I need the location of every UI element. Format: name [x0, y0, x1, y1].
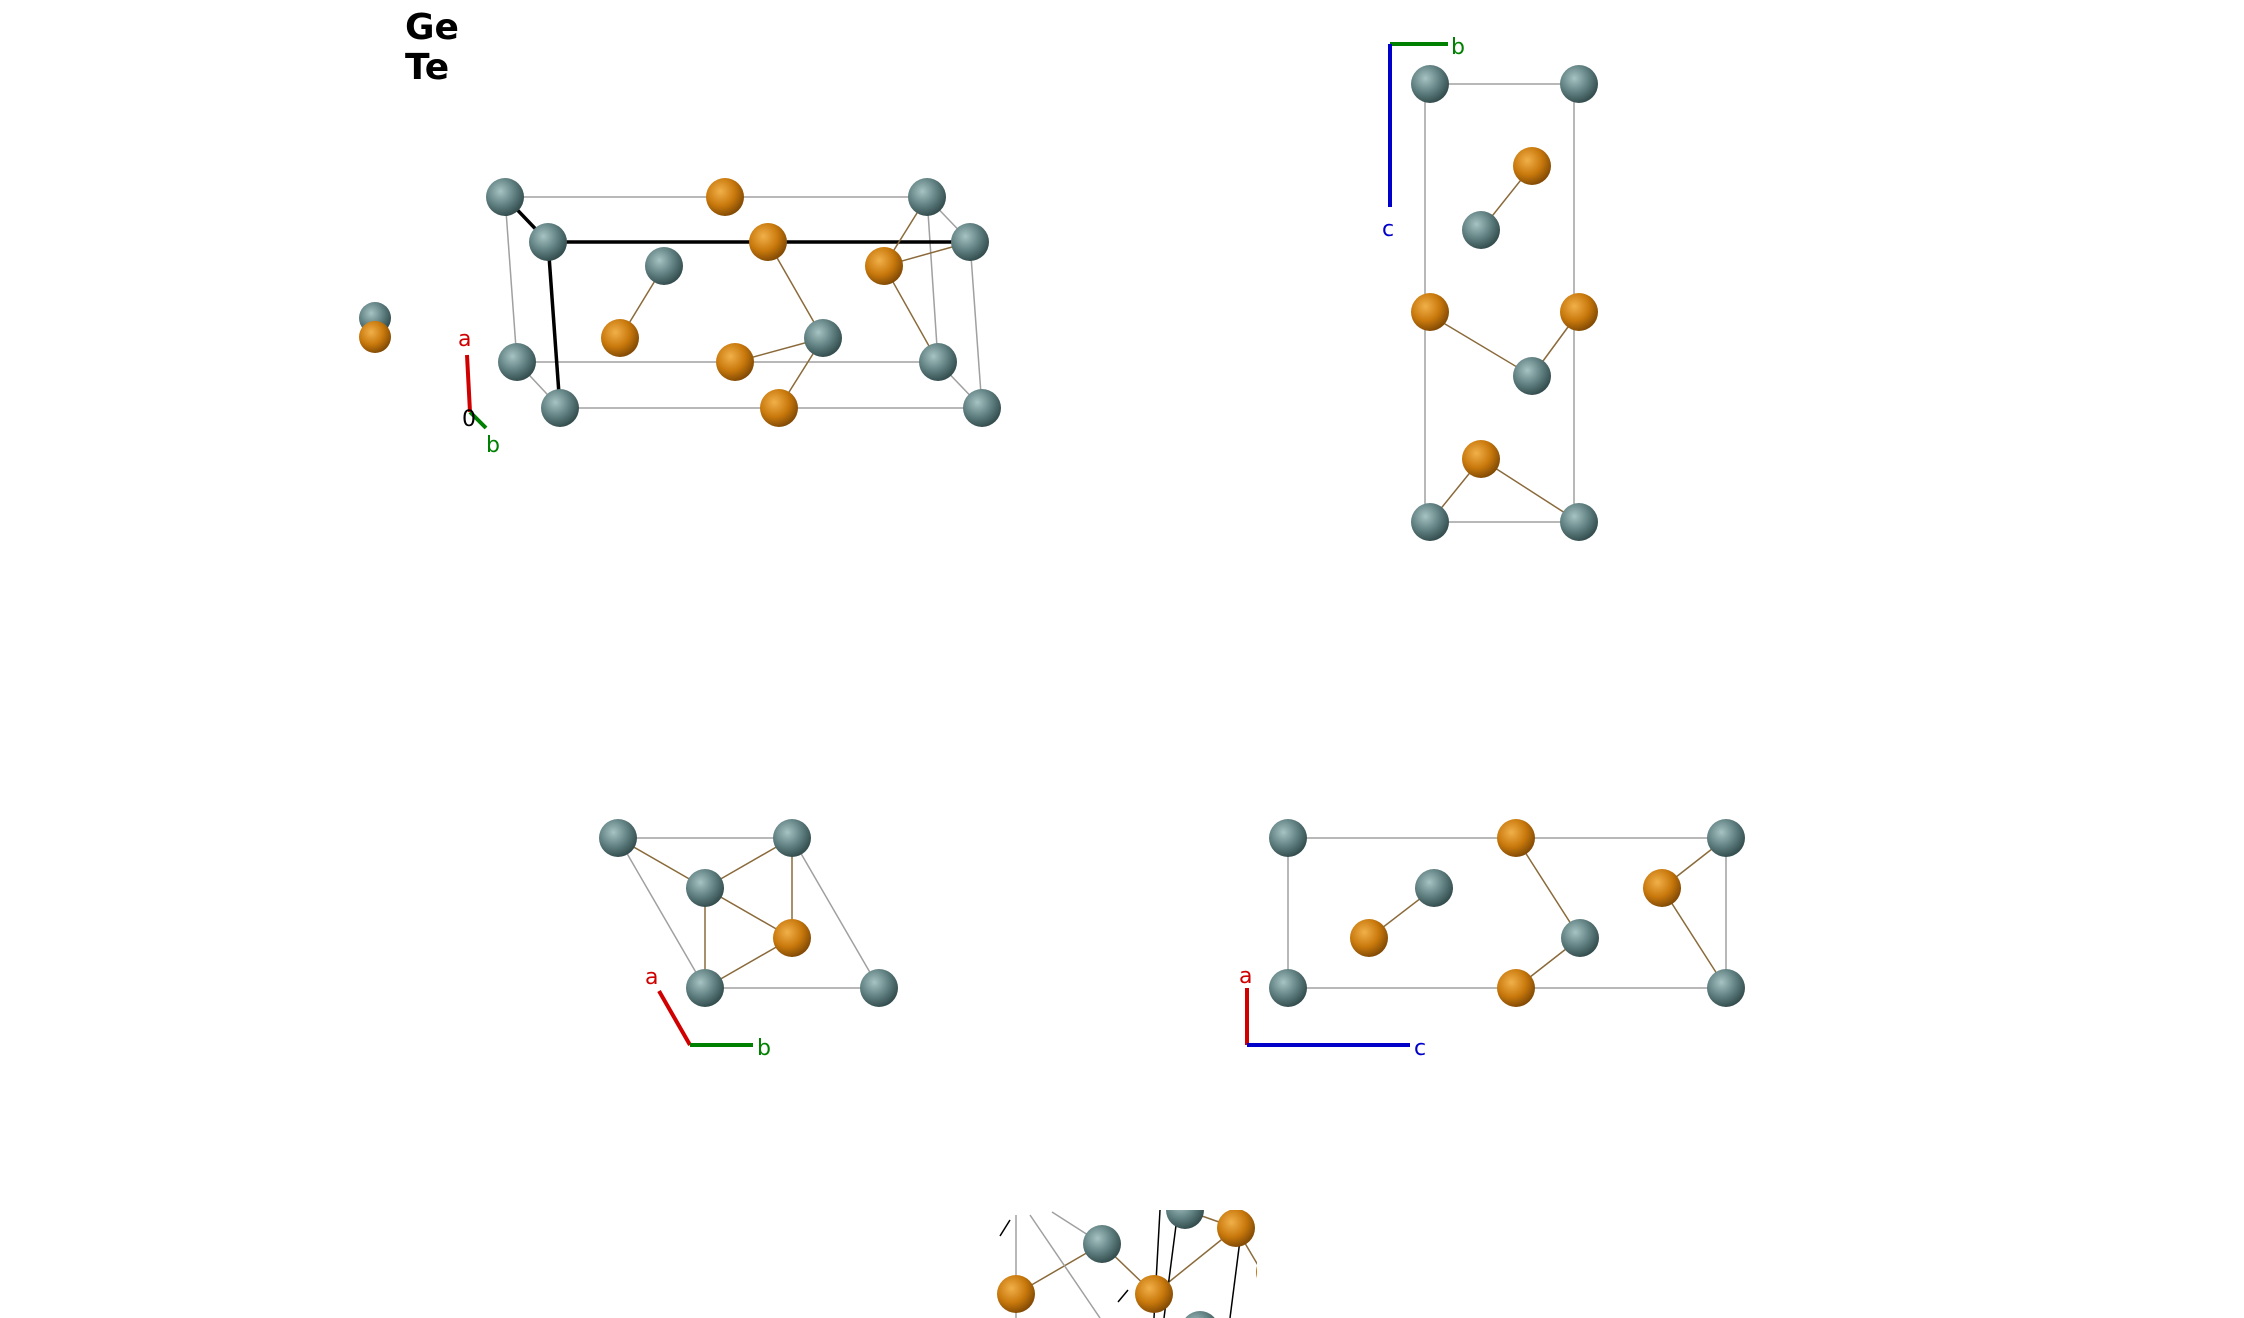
ge-atom [1462, 211, 1500, 249]
axis-triad-1: a 0 b [458, 327, 500, 458]
ge-atom [599, 819, 637, 857]
ge-atom [541, 389, 579, 427]
axis-label-a: a [458, 327, 471, 352]
te-atom [1350, 919, 1388, 957]
atoms [599, 819, 898, 1007]
axis-triad-3: a b [645, 965, 771, 1061]
legend-ge: Ge [405, 7, 459, 48]
ge-atom [1411, 65, 1449, 103]
ge-atom [773, 819, 811, 857]
te-atom [1135, 1275, 1173, 1313]
ge-atom [804, 319, 842, 357]
ge-atom [686, 969, 724, 1007]
ge-atom [908, 178, 946, 216]
te-atom [1217, 1210, 1255, 1247]
ge-atom [1707, 819, 1745, 857]
ge-atom [1269, 969, 1307, 1007]
te-atom [1411, 293, 1449, 331]
ge-atom [1707, 969, 1745, 1007]
axis-triad-2: b c [1382, 35, 1465, 242]
unit-cell-edges [1287, 837, 1727, 989]
atoms [1411, 65, 1598, 541]
axis-label-b: b [486, 433, 500, 458]
ge-atom [1185, 1311, 1215, 1318]
te-atom [706, 178, 744, 216]
element-legend: Ge Te [405, 8, 459, 88]
panel-perspective: a 0 b [359, 178, 1001, 458]
ge-atom [1411, 503, 1449, 541]
atoms [359, 178, 1001, 427]
ge-atom [486, 178, 524, 216]
panel-along-b: a c [1239, 819, 1745, 1061]
ge-atom [1560, 65, 1598, 103]
te-atom [865, 247, 903, 285]
axis-label-a: a [645, 965, 658, 990]
ge-atom [1560, 503, 1598, 541]
atoms [1269, 819, 1745, 1007]
te-atom [716, 343, 754, 381]
te-atom [1560, 293, 1598, 331]
panel-along-c: a b [599, 819, 898, 1061]
bonds [619, 196, 971, 409]
ge-atom [1269, 819, 1307, 857]
te-atom [1497, 969, 1535, 1007]
te-atom [773, 919, 811, 957]
ge-atom [1415, 869, 1453, 907]
te-atom [1256, 1265, 1257, 1279]
panel-cropped-perspective [997, 1210, 1257, 1318]
te-atom [749, 223, 787, 261]
panel-along-a: b c [1382, 35, 1598, 541]
axis-label-o: 0 [462, 407, 476, 432]
ge-atom [498, 343, 536, 381]
axis-label-b: b [757, 1036, 771, 1061]
te-atom [1497, 819, 1535, 857]
ge-atom [860, 969, 898, 1007]
ge-atom [529, 223, 567, 261]
legend-te: Te [405, 47, 450, 88]
te-atom [760, 389, 798, 427]
ge-atom [963, 389, 1001, 427]
ge-atom [686, 869, 724, 907]
ge-atom [951, 223, 989, 261]
ge-atom [645, 247, 683, 285]
ge-atom [1561, 919, 1599, 957]
te-atom [359, 321, 391, 353]
te-atom [601, 319, 639, 357]
axis-triad-4: a c [1239, 964, 1426, 1061]
axis-label-c: c [1382, 217, 1394, 242]
ge-atom [919, 343, 957, 381]
axis-label-c: c [1414, 1036, 1426, 1061]
ge-atom [1083, 1225, 1121, 1263]
bonds [1368, 837, 1727, 989]
ge-atom [1166, 1210, 1204, 1229]
te-atom [1462, 440, 1500, 478]
te-atom [997, 1275, 1035, 1313]
axis-label-a: a [1239, 964, 1252, 989]
ge-atom [1513, 357, 1551, 395]
axis-label-b: b [1451, 35, 1465, 60]
te-atom [1643, 869, 1681, 907]
te-atom [1513, 147, 1551, 185]
bonds [1424, 165, 1580, 523]
